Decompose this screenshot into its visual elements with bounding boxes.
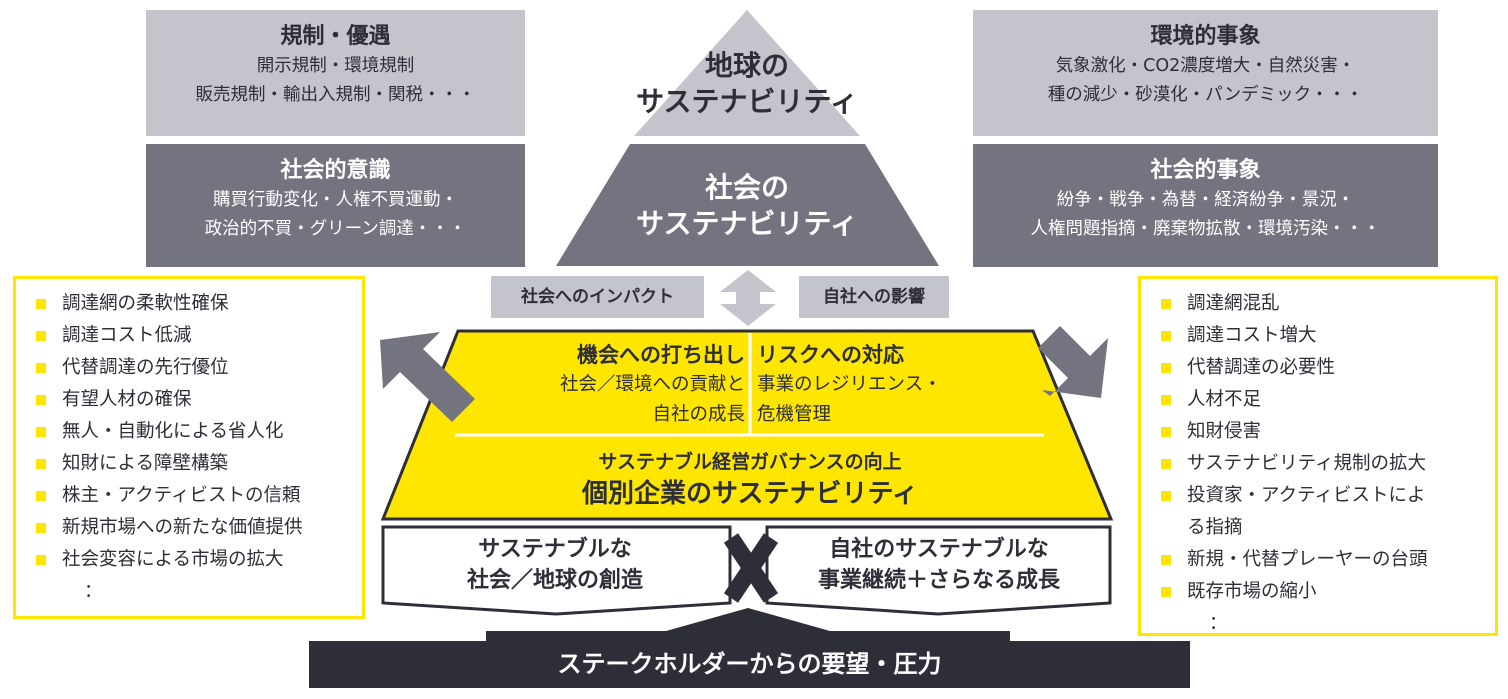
company-impact-tag: 自社への影響 [799, 276, 949, 318]
bullet-icon [1161, 395, 1171, 405]
earth-pyramid-tier [634, 10, 860, 136]
social-events-line-2: 人権問題指摘・廃棄物拡散・環境汚染・・・ [1030, 219, 1381, 239]
society-sustainability-line-1: 社会の [704, 171, 789, 204]
bottom-right-text: 自社のサステナブルな 事業継続＋さらなる成長 [774, 534, 1104, 596]
list-more: ： [1209, 613, 1228, 634]
stakeholder-bar: ステークホルダーからの要望・圧力 [309, 641, 1190, 688]
social-awareness-title: 社会的意識 [280, 158, 391, 183]
bullet-icon [1161, 331, 1171, 341]
society-sustainability-label: 社会の サステナビリティ [610, 170, 884, 242]
social-events-title: 社会的事象 [1150, 158, 1261, 183]
bullet-icon [36, 363, 46, 373]
social-awareness-line-2: 政治的不買・グリーン調達・・・ [204, 219, 467, 239]
bottom-left-pennant [381, 525, 732, 616]
list-item: 代替調達の必要性 [1159, 352, 1495, 384]
list-item: 新規市場への新たな価値提供 [34, 512, 362, 544]
stakeholder-up-arrow [486, 608, 1010, 642]
right-inward-arrow-icon [1038, 326, 1108, 398]
list-item: サステナビリティ規制の拡大 [1159, 448, 1495, 480]
bullet-icon [36, 331, 46, 341]
regulation-line-1: 開示規制・環境規制 [256, 56, 415, 76]
environmental-events-line-1: 気象激化・CO2濃度増大・自然災害・ [1055, 56, 1356, 76]
list-item: 調達網混乱 [1159, 288, 1495, 320]
environmental-events-title: 環境的事象 [1150, 24, 1261, 49]
regulation-line-2: 販売規制・輸出入規制・関税・・・ [195, 85, 476, 105]
risk-title: リスクへの対応 [757, 343, 904, 367]
environmental-events-line-2: 種の減少・砂漠化・パンデミック・・・ [1047, 85, 1364, 105]
opportunity-block: 機会への打ち出し 社会／環境への貢献と 自社の成長 [480, 340, 745, 430]
list-item: 株主・アクティビストの信頼 [34, 480, 362, 512]
risk-list: 調達網混乱 調達コスト増大 代替調達の必要性 人材不足 知財侵害 サステナビリテ… [1159, 288, 1495, 640]
list-item: 代替調達の先行優位 [34, 352, 362, 384]
list-item: 知財侵害 [1159, 416, 1495, 448]
society-pyramid-tier [556, 144, 939, 266]
list-item: 人材不足 [1159, 384, 1495, 416]
earth-sustainability-line-1: 地球の [704, 49, 789, 82]
social-events-line-1: 紛争・戦争・為替・経済紛争・景況・ [1056, 190, 1355, 210]
list-item: 調達コスト低減 [34, 320, 362, 352]
list-item: 新規・代替プレーヤーの台頭 [1159, 544, 1495, 576]
risk-list-panel: 調達網混乱 調達コスト増大 代替調達の必要性 人材不足 知財侵害 サステナビリテ… [1138, 276, 1498, 636]
bullet-icon [1161, 587, 1171, 597]
stakeholder-label: ステークホルダーからの要望・圧力 [557, 650, 942, 678]
list-item: 知財による障壁構築 [34, 448, 362, 480]
society-sustainability-line-2: サステナビリティ [636, 207, 858, 240]
bullet-icon [36, 459, 46, 469]
bullet-icon [36, 395, 46, 405]
bullet-icon [36, 299, 46, 309]
bottom-left-line-2: 社会／地球の創造 [466, 568, 643, 593]
bullet-icon [36, 427, 46, 437]
company-sustainability-label: 個別企業のサステナビリティ [582, 479, 918, 509]
list-item: 投資家・アクティビストによる指摘 [1159, 480, 1495, 544]
list-item: 調達コスト増大 [1159, 320, 1495, 352]
bullet-icon [1161, 491, 1171, 501]
bottom-left-text: サステナブルな 社会／地球の創造 [390, 534, 720, 596]
risk-block: リスクへの対応 事業のレジリエンス・ 危機管理 [757, 340, 1027, 430]
list-more: ： [84, 581, 103, 602]
bullet-icon [1161, 363, 1171, 373]
opportunity-list: 調達網の柔軟性確保 調達コスト低減 代替調達の先行優位 有望人材の確保 無人・自… [34, 288, 362, 608]
opportunity-title: 機会への打ち出し [577, 343, 745, 367]
bullet-icon [36, 523, 46, 533]
bullet-icon [36, 555, 46, 565]
company-pyramid-tier [380, 329, 1114, 521]
risk-line-1: 事業のレジリエンス・ [757, 374, 942, 395]
social-awareness-line-1: 購買行動変化・人権不買運動・ [213, 190, 458, 210]
regulation-title: 規制・優遇 [280, 24, 391, 49]
risk-line-2: 危機管理 [757, 404, 832, 425]
list-item: 調達網の柔軟性確保 [34, 288, 362, 320]
bottom-right-line-1: 自社のサステナブルな [829, 537, 1049, 562]
opportunity-list-panel: 調達網の柔軟性確保 調達コスト低減 代替調達の先行優位 有望人材の確保 無人・自… [13, 276, 365, 619]
governance-label: サステナブル経営ガバナンスの向上 [598, 451, 902, 473]
list-item: 既存市場の縮小 [1159, 576, 1495, 608]
regulation-box: 規制・優遇 開示規制・環境規制 販売規制・輸出入規制・関税・・・ [146, 10, 525, 136]
social-awareness-box: 社会的意識 購買行動変化・人権不買運動・ 政治的不買・グリーン調達・・・ [146, 144, 525, 267]
bottom-right-line-2: 事業継続＋さらなる成長 [817, 568, 1060, 593]
double-arrow-icon [720, 270, 776, 326]
social-events-box: 社会的事象 紛争・戦争・為替・経済紛争・景況・ 人権問題指摘・廃棄物拡散・環境汚… [973, 144, 1438, 267]
bullet-icon [1161, 555, 1171, 565]
bullet-icon [36, 491, 46, 501]
list-item: 無人・自動化による省人化 [34, 416, 362, 448]
environmental-events-box: 環境的事象 気象激化・CO2濃度増大・自然災害・ 種の減少・砂漠化・パンデミック… [973, 10, 1438, 136]
opportunity-line-2: 自社の成長 [652, 404, 745, 425]
bottom-left-line-1: サステナブルな [478, 537, 632, 562]
left-outward-arrow-icon [380, 332, 475, 422]
cross-icon [723, 533, 779, 603]
bullet-icon [1161, 299, 1171, 309]
list-item: 社会変容による市場の拡大 [34, 544, 362, 576]
earth-sustainability-label: 地球の サステナビリティ [620, 48, 874, 120]
opportunity-line-1: 社会／環境への貢献と [559, 374, 745, 395]
bullet-icon [1161, 459, 1171, 469]
bullet-icon [1161, 427, 1171, 437]
earth-sustainability-line-2: サステナビリティ [636, 85, 858, 118]
social-impact-tag: 社会へのインパクト [491, 276, 704, 318]
list-item: 有望人材の確保 [34, 384, 362, 416]
